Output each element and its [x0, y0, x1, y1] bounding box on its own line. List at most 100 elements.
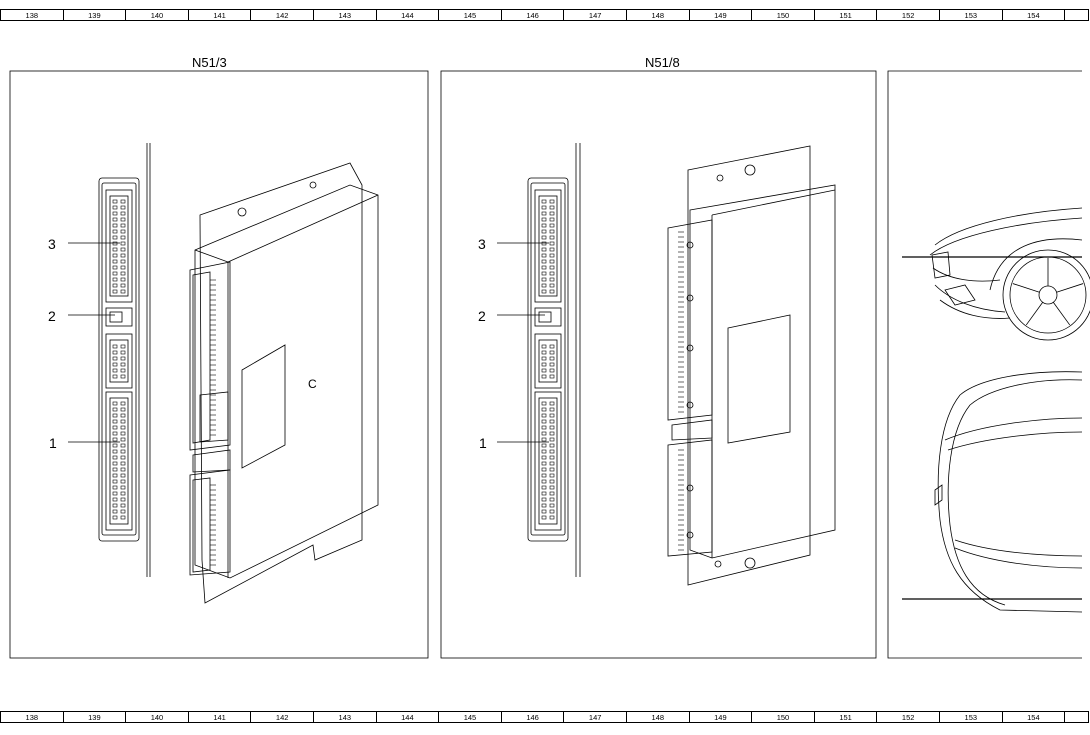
connector-pin	[112, 413, 118, 418]
ruler-cell: 154	[1001, 711, 1065, 723]
ruler-cell: 147	[563, 711, 626, 723]
connector-pin	[112, 491, 118, 496]
connector-pin	[549, 491, 555, 496]
connector-pin	[120, 271, 126, 276]
ruler-cell: 141	[187, 9, 251, 21]
connector-pin	[541, 437, 547, 442]
connector-pin	[112, 485, 118, 490]
connector-pin	[112, 205, 118, 210]
connector-pin	[112, 503, 118, 508]
connector-pin	[549, 235, 555, 240]
wheel-spoke	[1056, 283, 1084, 293]
connector-pin	[549, 467, 555, 472]
connector-pin	[112, 259, 118, 264]
connector-pin	[541, 265, 547, 270]
connector-pin	[120, 425, 126, 430]
connector-pin	[112, 253, 118, 258]
connector-pin	[549, 229, 555, 234]
ruler-cell: 150	[751, 9, 814, 21]
connector-pin	[112, 374, 118, 379]
ruler-cell: 142	[250, 9, 313, 21]
connector-pin	[549, 509, 555, 514]
connector-pin	[541, 223, 547, 228]
connector-pin	[120, 229, 126, 234]
connector-strip-n51-3	[98, 143, 151, 577]
ruler-cell: 138	[0, 711, 63, 723]
connector-pin	[120, 277, 126, 282]
connector-pin	[541, 277, 547, 282]
connector-pin	[549, 515, 555, 520]
connector-pin	[120, 259, 126, 264]
connector-pin	[112, 217, 118, 222]
connector-pin	[549, 368, 555, 373]
control-unit-n51-8	[667, 145, 836, 586]
connector-pin	[549, 289, 555, 294]
connector-pin	[541, 449, 547, 454]
ruler-cell: 148	[626, 9, 689, 21]
connector-pin	[120, 503, 126, 508]
wheel-spokes	[1012, 258, 1084, 326]
connector-pin	[120, 497, 126, 502]
connector-pin	[549, 407, 555, 412]
connector-pin	[112, 425, 118, 430]
ruler-cell: 153	[939, 9, 1002, 21]
connector-pin	[112, 362, 118, 367]
ruler-cell: 148	[626, 711, 689, 723]
connector-pin	[120, 515, 126, 520]
connector-pin	[120, 289, 126, 294]
ruler-cell: 154	[1001, 9, 1065, 21]
connector-pin	[120, 283, 126, 288]
connector-pin	[541, 374, 547, 379]
connector-pin	[120, 241, 126, 246]
connector-pin	[541, 479, 547, 484]
connector-pin	[541, 491, 547, 496]
callout-2-n51-3: 2	[48, 308, 56, 324]
connector-pin	[112, 443, 118, 448]
connector-pin	[549, 443, 555, 448]
ruler-cell: 152	[876, 711, 939, 723]
connector-pin	[112, 401, 118, 406]
connector-pin	[120, 455, 126, 460]
connector-pin	[120, 223, 126, 228]
connector-pin	[541, 271, 547, 276]
connector-pin	[120, 479, 126, 484]
connector-pin	[120, 509, 126, 514]
connector-pin	[120, 205, 126, 210]
panel-frame-vehicle	[887, 70, 1082, 659]
connector-pin	[120, 449, 126, 454]
connector-pin	[541, 356, 547, 361]
ruler-cell: 143	[313, 9, 376, 21]
ruler-cell: 147	[563, 9, 626, 21]
ruler-cell: 151	[813, 711, 877, 723]
ruler-cell: 138	[0, 9, 63, 21]
callout-1-n51-8: 1	[479, 435, 487, 451]
connector-pin	[120, 467, 126, 472]
connector-pin	[541, 515, 547, 520]
connector-pin	[112, 368, 118, 373]
connector-ticks-n51-8	[678, 231, 684, 551]
connector-pin	[549, 253, 555, 258]
connector-pin	[541, 283, 547, 288]
connector-pin	[541, 455, 547, 460]
connector-pin	[112, 350, 118, 355]
connector-pin	[120, 217, 126, 222]
connector-pin	[541, 509, 547, 514]
connector-pin	[112, 407, 118, 412]
connector-pin	[112, 509, 118, 514]
connector-pin	[541, 247, 547, 252]
ruler-cell: 145	[438, 711, 501, 723]
connector-pin	[112, 223, 118, 228]
connector-pin	[549, 199, 555, 204]
vehicle-illustration	[929, 207, 1090, 613]
connector-pin	[549, 247, 555, 252]
ruler-cell: 139	[62, 711, 126, 723]
connector-pin	[112, 265, 118, 270]
ruler-cell	[1064, 711, 1089, 723]
callout-2-n51-8: 2	[478, 308, 486, 324]
connector-pin	[541, 443, 547, 448]
connector-pin	[541, 368, 547, 373]
wheel-spoke	[1012, 283, 1040, 293]
connector-pin	[112, 455, 118, 460]
